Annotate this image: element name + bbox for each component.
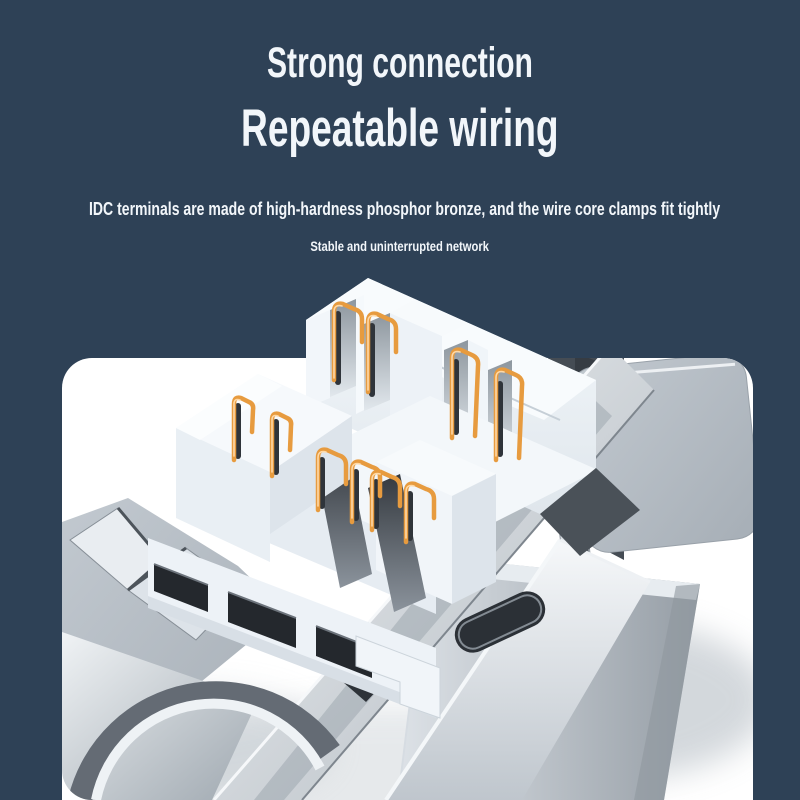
title-line-1: Strong connection [0,39,800,87]
product-card [62,358,753,800]
tagline-text: Stable and uninterrupted network [310,238,490,254]
title-line-2: Repeatable wiring [0,101,800,157]
title-line-2-text: Repeatable wiring [241,99,559,158]
description-text: IDC terminals are made of high-hardness … [89,199,721,219]
description-line: IDC terminals are made of high-hardness … [0,200,800,219]
tagline: Stable and uninterrupted network [0,239,800,254]
title-line-1-text: Strong connection [267,39,533,87]
